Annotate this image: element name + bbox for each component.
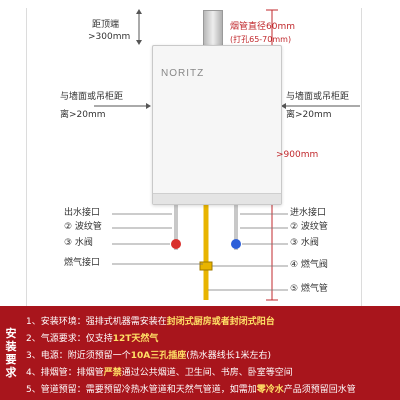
left-side-value: 离>20mm [60, 110, 106, 120]
requirements-title: 安 装 要 求 [0, 306, 22, 400]
water-heater: NORITZ [152, 45, 282, 205]
requirement-item: 2、气源要求：仅支持12T天然气 [26, 334, 159, 344]
right-valve-label: ③ 水阀 [290, 238, 319, 248]
gas-inlet-label: 燃气接口 [64, 258, 101, 268]
requirements-banner: 安 装 要 求 1、安装环境：强排式机器需安装在封闭式厨房或者封闭式阳台 2、气… [0, 306, 400, 400]
requirement-item: 4、排烟管：排烟管严禁通过公共烟道、卫生间、书房、卧室等空间 [26, 368, 293, 378]
arrow-up-icon [136, 9, 142, 14]
top-distance-label: 距顶端 [92, 20, 120, 30]
title-char: 装 [5, 340, 17, 353]
flue-diameter-label: 烟管直径60mm [230, 22, 295, 32]
height-label: >900mm [276, 150, 319, 160]
requirement-item: 1、安装环境：强排式机器需安装在封闭式厨房或者封闭式阳台 [26, 317, 275, 327]
arrow-down-icon [136, 40, 142, 45]
title-char: 要 [5, 353, 17, 366]
flue-hole-label: (打孔65-70mm) [230, 35, 292, 44]
requirement-item: 3、电源：附近须预留一个10A三孔插座(热水器线长1米左右) [26, 351, 271, 361]
title-char: 求 [5, 366, 17, 379]
top-distance-value: >300mm [88, 32, 131, 42]
outlet-label: 出水接口 [64, 208, 101, 218]
heater-bottom-panel [153, 193, 281, 204]
title-char: 安 [5, 327, 17, 340]
inlet-label: 进水接口 [290, 208, 327, 218]
flue-pipe [203, 10, 223, 48]
left-bellows-label: ② 波纹管 [64, 222, 102, 232]
arrow-left-icon [281, 103, 286, 109]
left-side-label: 与墙面或吊柜距 [60, 92, 124, 102]
arrow-right-icon [146, 103, 151, 109]
installation-diagram [94, 9, 360, 301]
right-side-label: 与墙面或吊柜距 [286, 92, 350, 102]
brand-logo: NORITZ [161, 68, 205, 79]
hot-valve-icon [171, 239, 181, 249]
left-valve-label: ③ 水阀 [64, 238, 93, 248]
requirements-list: 1、安装环境：强排式机器需安装在封闭式厨房或者封闭式阳台 2、气源要求：仅支持1… [26, 314, 396, 399]
gas-pipe-label: ⑤ 燃气管 [290, 284, 328, 294]
requirement-item: 5、管道预留：需要预留冷热水管道和天然气管道，如需加零冷水产品须预留回水管 [26, 385, 356, 395]
right-bellows-label: ② 波纹管 [290, 222, 328, 232]
cold-valve-icon [231, 239, 241, 249]
gas-valve-label: ④ 燃气阀 [290, 260, 328, 270]
gas-valve-icon [199, 261, 213, 271]
wall-outline [26, 8, 362, 306]
right-side-value: 离>20mm [286, 110, 332, 120]
